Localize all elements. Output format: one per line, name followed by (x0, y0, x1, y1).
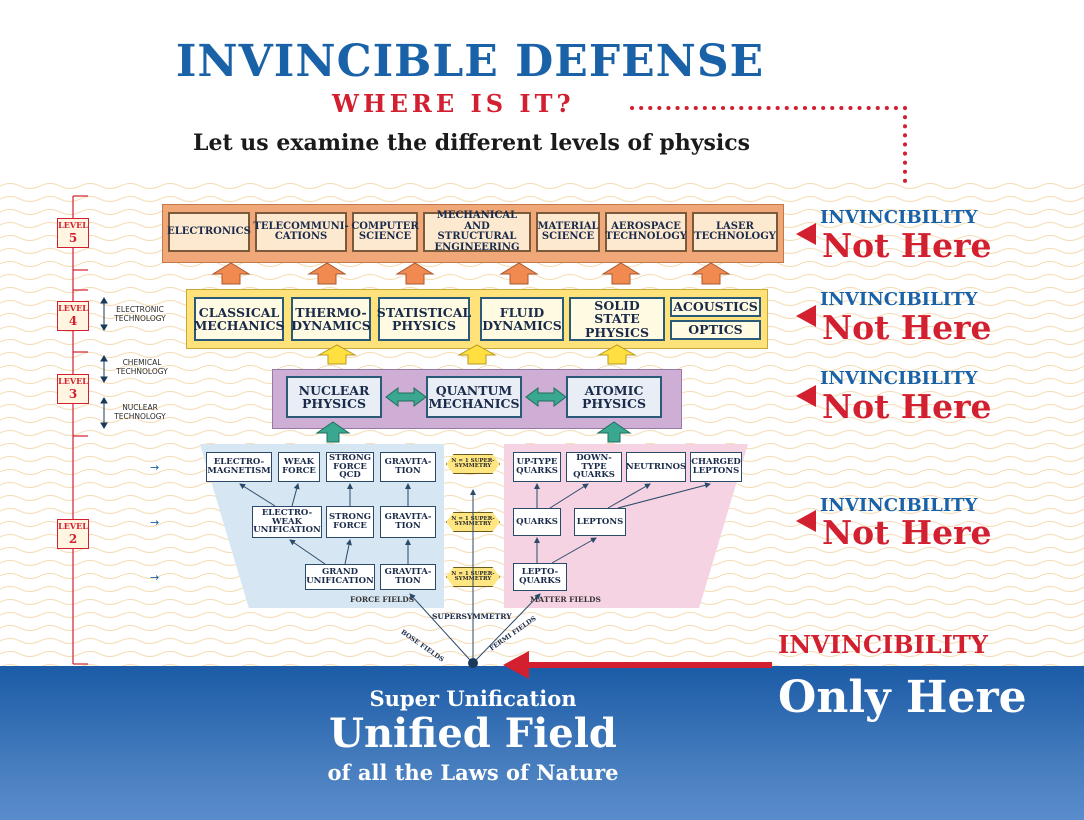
level4-item-fluid-dynamics: FLUID DYNAMICS (480, 297, 564, 341)
red-arrow-icon (796, 305, 816, 327)
level5-item-laser: LASER TECHNOLOGY (692, 212, 778, 252)
matter-down-quarks: DOWN-TYPE QUARKS (566, 452, 622, 482)
supersymmetry-base-label: SUPERSYMMETRY (432, 612, 512, 621)
not-here-label-2: Not Here (822, 308, 992, 347)
level3-item-nuclear-physics: NUCLEAR PHYSICS (286, 376, 382, 418)
matter-leptoquarks: LEPTO-QUARKS (513, 563, 567, 591)
unified-field-ocean (0, 666, 1084, 820)
force-gravitation-2: GRAVITA-TION (380, 506, 436, 538)
wave-line (0, 183, 1084, 189)
force-grand-unification: GRAND UNIFICATION (305, 564, 375, 590)
matter-charged-leptons: CHARGED LEPTONS (690, 452, 742, 482)
invincibility-only-label: INVINCIBILITY (778, 630, 988, 659)
supersymmetry-badge-1: N = 1 SUPER-SYMMETRY (446, 454, 500, 474)
level5-item-aerospace: AEROSPACE TECHNOLOGY (605, 212, 687, 252)
level3-item-atomic-physics: ATOMIC PHYSICS (566, 376, 662, 418)
matter-leptons: LEPTONS (574, 508, 626, 536)
matter-fields-label: MATTER FIELDS (530, 595, 601, 604)
level4-item-solid-state-physics: SOLID STATE PHYSICS (569, 297, 665, 341)
invincibility-label-3: INVINCIBILITY (820, 368, 978, 389)
force-fields-label: FORCE FIELDS (350, 595, 415, 604)
wave-line (0, 612, 1084, 618)
force-gravitation-3: GRAVITA-TION (380, 564, 436, 590)
invincibility-label-2: INVINCIBILITY (820, 289, 978, 310)
force-electroweak: ELECTRO-WEAK UNIFICATION (252, 506, 322, 538)
level4-item-classical-mechanics: CLASSICAL MECHANICS (193, 297, 285, 341)
force-strong: STRONG FORCE (326, 506, 374, 538)
red-arrow-icon (796, 510, 816, 532)
not-here-label-1: Not Here (822, 226, 992, 265)
only-here-label: Only Here (778, 672, 1027, 723)
matter-quarks: QUARKS (513, 508, 561, 536)
force-weak: WEAK FORCE (278, 452, 320, 482)
wave-line (0, 274, 1084, 280)
wave-line (0, 365, 1084, 371)
matter-neutrinos: NEUTRINOS (626, 452, 686, 482)
arrow-right-icon: → (150, 516, 160, 529)
supersymmetry-badge-2: N = 1 SUPER-SYMMETRY (446, 512, 500, 532)
page-title: INVINCIBLE DEFENSE (175, 36, 765, 87)
wave-line (0, 352, 1084, 358)
level3-item-quantum-mechanics: QUANTUM MECHANICS (426, 376, 522, 418)
level4-item-acoustics: ACOUSTICS (670, 297, 761, 317)
supersymmetry-badge-3: N = 1 SUPER-SYMMETRY (446, 567, 500, 587)
level4-item-optics: OPTICS (670, 320, 761, 340)
level5-item-telecommunications: TELECOMMUNI-CATIONS (253, 212, 349, 252)
invincibility-label-4: INVINCIBILITY (820, 495, 978, 516)
chemical-technology-label: CHEMICAL TECHNOLOGY (116, 358, 168, 376)
not-here-label-3: Not Here (822, 387, 992, 426)
level5-item-electronics: ELECTRONICS (167, 212, 251, 252)
red-arrow-icon (796, 385, 816, 407)
page-tagline: Let us examine the different levels of p… (193, 130, 751, 156)
wave-line (0, 625, 1084, 631)
super-unification-label: Super Unification (369, 686, 577, 711)
wave-line (0, 430, 1084, 436)
wave-line (0, 261, 1084, 267)
force-strong-qcd: STRONG FORCE QCD (326, 452, 374, 482)
electronic-technology-label: ELECTRONIC TECHNOLOGY (114, 305, 166, 323)
force-electromagnetism: ELECTRO-MAGNETISM (206, 452, 272, 482)
level5-item-material-science: MATERIAL SCIENCE (536, 212, 600, 252)
arrow-right-icon: → (150, 571, 160, 584)
wave-line (0, 638, 1084, 644)
matter-up-quarks: UP-TYPE QUARKS (513, 452, 561, 482)
level5-item-computer-science: COMPUTER SCIENCE (351, 212, 419, 252)
level4-item-thermodynamics: THERMO-DYNAMICS (291, 297, 371, 341)
wave-line (0, 196, 1084, 202)
nuclear-technology-label: NUCLEAR TECHNOLOGY (114, 403, 166, 421)
wave-line (0, 651, 1084, 657)
level5-item-mechanical-engineering: MECHANICAL AND STRUCTURAL ENGINEERING (423, 210, 531, 252)
force-gravitation-1: GRAVITA-TION (380, 452, 436, 482)
red-arrow-icon (796, 223, 816, 245)
invincibility-label-1: INVINCIBILITY (820, 207, 978, 228)
not-here-label-4: Not Here (822, 513, 992, 552)
unified-field-label: Unified Field (329, 710, 617, 757)
level4-item-statistical-physics: STATISTICAL PHYSICS (377, 297, 471, 341)
arrow-right-icon: → (150, 461, 160, 474)
page-subtitle: WHERE IS IT? (332, 89, 575, 118)
laws-of-nature-label: of all the Laws of Nature (327, 760, 619, 785)
